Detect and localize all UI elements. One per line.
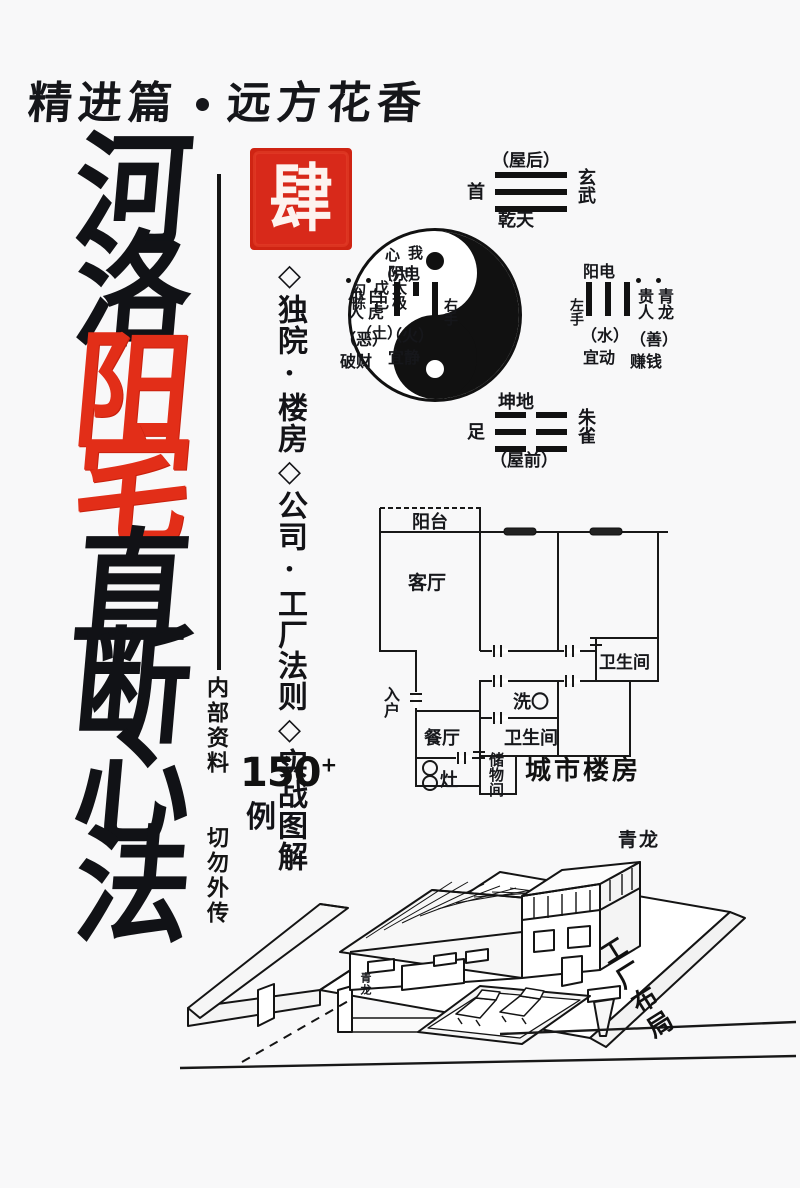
bagua-top-left-label: 首 xyxy=(467,182,485,203)
bagua-bottom-right-label: 朱雀 xyxy=(575,408,596,444)
bagua-left-effect-label: 破财 xyxy=(340,352,373,371)
bagua-bottom-note: （屋前） xyxy=(490,451,558,471)
bagua-right-advice-label: 宜动 xyxy=(583,348,616,367)
bagua-left-person-label: 小人 xyxy=(345,288,364,320)
case-count-unit: 例 xyxy=(246,800,276,835)
taiji-me-label: 我 xyxy=(408,244,424,262)
subtitle-text: ◇独院·楼房◇公司·工厂法则◇实战图解 xyxy=(272,258,307,872)
bagua-bottom-above-label: 坤地 xyxy=(498,392,534,413)
bagua-left-element-label: （火） xyxy=(386,326,435,345)
note-do-not-distribute: 切勿外传 xyxy=(203,826,229,926)
bagua-left-nature-label: （恶） xyxy=(340,330,389,349)
kun-trigram-icon xyxy=(495,412,567,452)
bagua-right-nature-label: （善） xyxy=(630,330,679,349)
bagua-right-element-label: （水） xyxy=(581,326,630,345)
case-count: 150+ xyxy=(240,750,337,796)
left-dot-icon-2 xyxy=(366,278,371,283)
floorplan-label-living-room: 客厅 xyxy=(408,572,447,594)
case-count-plus: + xyxy=(320,752,338,777)
bagua-right-person-label: 贵人 xyxy=(635,288,654,320)
floorplan-label-bathroom-1: 卫生间 xyxy=(599,653,650,673)
floorplan-label-dining-room: 餐厅 xyxy=(424,728,460,749)
bagua-top-below-label: 乾天 xyxy=(498,210,534,231)
vertical-divider xyxy=(217,174,221,670)
taiji-heart-label: 心 xyxy=(385,246,401,264)
bagua-top-right-label: 玄武 xyxy=(575,168,596,204)
bagua-taiji-diagram: （屋后） 首 玄武 乾天 心 我 （穴） 勾陈 戊己 太极 （土） 坤地 足 朱… xyxy=(330,140,800,480)
taiji-gouchen-label: 勾陈 xyxy=(350,282,366,310)
left-dot-icon-1 xyxy=(346,278,351,283)
bagua-right-polarity-label: 阳电 xyxy=(583,262,616,281)
cover-header: 精进篇 远方花香 xyxy=(26,78,498,130)
right-dot-icon-1 xyxy=(636,278,641,283)
li-fire-trigram-icon xyxy=(394,282,438,316)
bagua-left-advice-label: 宜静 xyxy=(388,348,421,367)
bagua-bottom-left-label: 足 xyxy=(467,422,485,443)
header-right-text: 远方花香 xyxy=(225,78,429,129)
kan-water-trigram-icon xyxy=(586,282,630,316)
taiji-symbol-icon xyxy=(348,228,522,402)
right-dot-icon-2 xyxy=(656,278,661,283)
bagua-top-note: （屋后） xyxy=(492,151,560,171)
floorplan-label-storage: 储物间 xyxy=(487,752,505,797)
floorplan-title: 城市楼房 xyxy=(525,756,642,786)
qian-trigram-icon xyxy=(495,172,567,212)
bagua-right-effect-label: 赚钱 xyxy=(630,352,663,371)
floorplan-label-entrance: 入户 xyxy=(381,686,400,718)
bagua-left-hand-label: 右手 xyxy=(442,298,458,326)
bullet-dot-icon xyxy=(196,97,209,111)
red-seal-stamp: 肆 xyxy=(250,148,352,250)
floorplan-label-balcony: 阳台 xyxy=(412,512,448,533)
note-internal-material: 内部资料 xyxy=(203,676,229,776)
case-count-number: 150 xyxy=(240,750,321,796)
bagua-left-beast-label: 白虎 xyxy=(365,288,384,320)
taiji-wuji-label: 戊己 xyxy=(372,280,390,310)
floorplan-label-stove: 灶 xyxy=(440,770,458,791)
seal-glyph: 肆 xyxy=(269,155,333,242)
floorplan-diagram: 阳台 客厅 入户 餐厅 灶 储物间 洗〇 卫生间 卫生间 xyxy=(368,496,668,806)
bagua-left-polarity-label: 阴电 xyxy=(388,264,421,283)
bagua-right-hand-label: 左手 xyxy=(568,298,584,326)
factory-label-azure-dragon-building: 青龙 xyxy=(618,829,661,851)
floorplan-label-wash: 洗〇 xyxy=(513,692,549,713)
floorplan-label-bathroom-2: 卫生间 xyxy=(504,728,558,749)
taiji-earth-label: （土） xyxy=(357,324,403,342)
taiji-heart-paren-label: （穴） xyxy=(378,266,424,284)
factory-layout-illustration xyxy=(170,800,800,1100)
factory-label-azure-dragon-gate: 青龙 xyxy=(359,972,372,996)
bagua-right-beast-label: 青龙 xyxy=(655,288,674,320)
